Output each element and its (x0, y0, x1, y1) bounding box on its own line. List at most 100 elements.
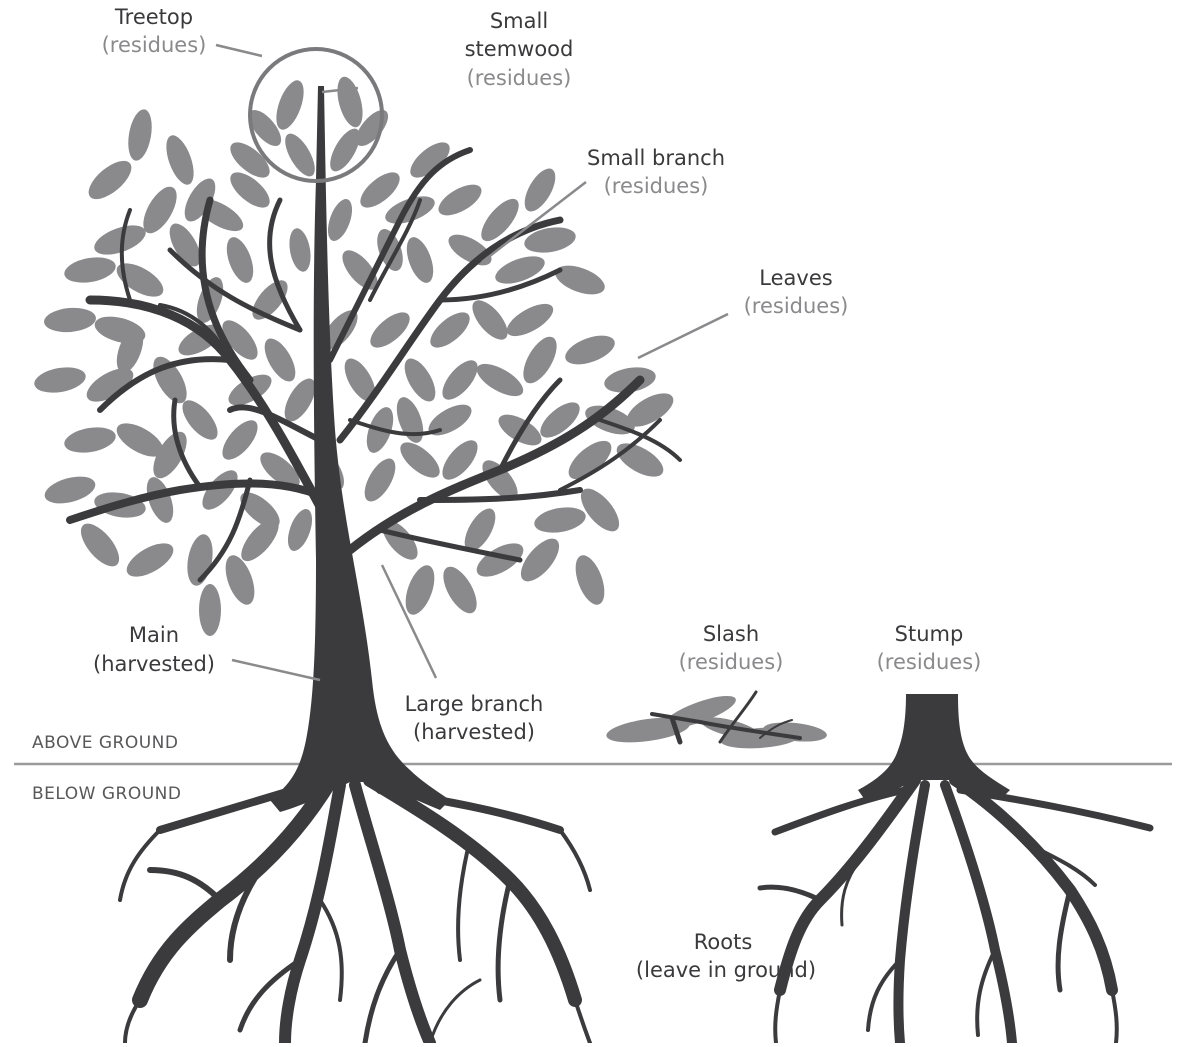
leaf (534, 507, 586, 533)
leaf (264, 338, 296, 382)
leaf (524, 227, 576, 253)
branch-left-2 (198, 196, 254, 384)
leaf (442, 360, 478, 400)
leaf (604, 367, 656, 393)
leader-leaves (637, 312, 729, 360)
leaf (182, 400, 218, 440)
label-slash-sub: (residues) (679, 650, 784, 674)
leaf (370, 312, 410, 348)
treetop-circle (248, 47, 384, 183)
leaf (396, 397, 424, 443)
branch-left-4 (66, 479, 334, 524)
leaf (568, 440, 612, 480)
branch-right-5 (417, 487, 583, 503)
leader-small-branch (481, 181, 587, 263)
label-roots-title: Roots (694, 930, 753, 954)
leaf (44, 476, 96, 504)
leaf (472, 300, 508, 340)
leaf (410, 142, 450, 178)
leaf (260, 452, 300, 488)
leaf (406, 237, 434, 283)
branch-left-5 (171, 397, 203, 490)
leaf (126, 543, 174, 577)
leaf (289, 228, 311, 272)
slash-pile (606, 690, 827, 749)
leaf (285, 133, 315, 177)
leaf (438, 184, 482, 216)
branch-left-11 (119, 208, 132, 302)
canopy-leaves (34, 76, 674, 636)
labels: Treetop (residues) Small stemwood (resid… (32, 5, 981, 982)
leaf (241, 518, 279, 562)
leaf (580, 488, 620, 532)
tree-trunk (270, 86, 450, 812)
leaf (476, 543, 524, 577)
leader-lines (215, 43, 729, 682)
label-main-title: Main (129, 623, 179, 647)
leaf (506, 303, 554, 337)
leaf (520, 538, 560, 582)
label-slash-title: Slash (703, 622, 759, 646)
leaf (626, 393, 674, 427)
leader-treetop (215, 43, 263, 58)
leaf (222, 320, 258, 360)
branch-right-11 (558, 418, 662, 492)
leader-stemwood (321, 86, 359, 94)
leaf (230, 172, 270, 208)
leaf (284, 378, 316, 422)
leaf (184, 178, 216, 222)
stump-roots (757, 774, 1154, 1047)
leaf (481, 198, 519, 242)
leaf (555, 265, 605, 295)
branch-left-6 (197, 477, 253, 583)
leaf (88, 160, 132, 200)
branch-right-10 (348, 418, 442, 437)
leaf (64, 257, 116, 283)
leaf (80, 523, 120, 567)
tree-roots (118, 772, 592, 1047)
leaf (524, 168, 556, 212)
branch-right-6 (497, 377, 563, 473)
stump-trunk (858, 694, 1010, 800)
leaf (116, 327, 144, 373)
leaf (230, 142, 270, 178)
leaf (44, 307, 96, 333)
leaf (222, 420, 258, 460)
leaf (276, 80, 304, 130)
leaf (443, 566, 477, 614)
leaf (442, 440, 478, 480)
leaf (64, 427, 116, 453)
leaf (116, 423, 164, 457)
branch-left-8 (267, 197, 303, 333)
label-treetop-sub: (residues) (102, 33, 207, 57)
leaf (495, 256, 545, 284)
leaf (616, 443, 664, 477)
label-main-sub: (harvested) (93, 652, 215, 676)
label-below-ground: BELOW GROUND (32, 784, 181, 804)
leaf (199, 584, 221, 636)
label-treetop-title: Treetop (114, 5, 193, 29)
label-stump-title: Stump (895, 622, 964, 646)
leaf (327, 199, 353, 241)
leader-large-branch (380, 564, 438, 679)
branch-right-7 (377, 527, 523, 563)
leaf (540, 402, 580, 438)
label-stemwood-line2: stemwood (465, 37, 574, 61)
label-stemwood-line1: Small (490, 9, 548, 33)
leaf (344, 358, 376, 402)
leaf (360, 172, 400, 208)
branch-left-3 (97, 356, 233, 413)
leaf (240, 492, 280, 528)
branch-left-10 (158, 303, 232, 362)
leaf (116, 263, 164, 297)
label-roots-sub: (leave in ground) (636, 958, 816, 982)
leaf (248, 109, 282, 147)
leader-main (231, 658, 321, 682)
branch-right-9 (368, 198, 422, 302)
label-large-branch-sub: (harvested) (413, 720, 535, 744)
leaf (377, 228, 403, 272)
leaf (226, 237, 254, 283)
leaf (385, 196, 435, 224)
